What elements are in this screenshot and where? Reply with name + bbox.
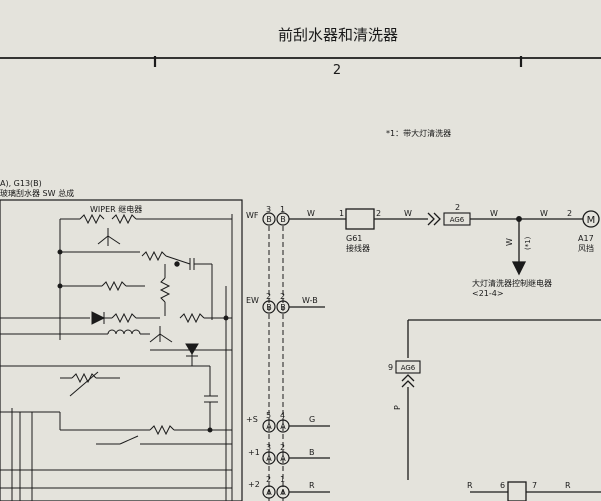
terminal-wf-pin-b: 1 [280, 205, 285, 214]
ag6-top-code: AG6 [450, 216, 465, 224]
terminal-plus-2-letter-a: A [266, 488, 272, 497]
terminal-wf-label: WF [246, 211, 259, 220]
terminal-plus-2-label: +2 [248, 480, 260, 489]
ag6-mid-code: AG6 [401, 364, 416, 372]
terminal-plus-s-pin-b: 4 [280, 411, 285, 420]
terminal-plus-2: +2 2 1 A A [248, 475, 290, 499]
headlamp-washer-note: *1：带大灯清洗器 [386, 128, 451, 138]
branch-wire [511, 219, 527, 276]
terminal-dashes [268, 226, 284, 501]
terminal-plus-1-letter-a: A [266, 454, 272, 463]
motor-ref: A17 [578, 234, 594, 243]
terminal-ew-letter-a: B [266, 303, 272, 312]
bottom-wire-left: R [467, 481, 473, 490]
ag6-mid-pin: 9 [388, 363, 393, 372]
ag6-top-pin: 2 [455, 203, 460, 212]
lower-wires [289, 425, 601, 501]
terminal-plus-1-letter-b: A [280, 454, 286, 463]
terminal-wf: WF 3 1 B B [246, 205, 290, 226]
branch-wire-note: (*1) [524, 236, 532, 250]
motor-symbol: M [587, 215, 596, 226]
wf-wire-color: W [307, 209, 315, 218]
terminal-ew-label: EW [246, 296, 259, 305]
g61-pin-left: 1 [339, 209, 344, 218]
motor-pin: 2 [567, 209, 572, 218]
terminal-plus-2-pin-a: 2 [266, 475, 271, 484]
terminal-plus-s-pin-a: 5 [266, 411, 271, 420]
ag6-mid [395, 319, 601, 480]
relay-label: WIPER 继电器 [90, 204, 142, 214]
switch-assembly-name: 玻璃刮水器 SW 总成 [0, 188, 74, 198]
terminal-wf-letter-b: B [280, 215, 286, 224]
terminal-ew-pin-b: 2 [280, 292, 285, 301]
top-wire [289, 208, 600, 230]
g61-name: 接线器 [346, 243, 370, 253]
relay-circuit [0, 213, 232, 501]
branch-wire-color: W [505, 238, 514, 246]
page-title: 前刮水器和清洗器 [278, 26, 398, 44]
g61-ref: G61 [346, 234, 362, 243]
bottom-pin-a: 6 [500, 481, 505, 490]
g61-pin-right: 2 [376, 209, 381, 218]
plus-s-wire-color: G [309, 415, 315, 424]
wire-to-motor: W [540, 209, 548, 218]
terminal-wf-pin-a: 3 [266, 205, 271, 214]
terminal-ew: EW 2 2 B B [246, 292, 290, 314]
headlamp-relay-ref: <21-4> [472, 289, 504, 298]
terminal-ew-letter-b: B [280, 303, 286, 312]
ag6-mid-wire: P [393, 405, 402, 410]
wire-after-ag6: W [490, 209, 498, 218]
terminal-plus-s-letter-b: A [280, 422, 286, 431]
bottom-pin-b: 7 [532, 481, 537, 490]
headlamp-relay-name: 大灯清洗器控制继电器 [472, 278, 552, 288]
ew-wire-color: W-B [302, 296, 318, 305]
terminal-ew-pin-a: 2 [266, 292, 271, 301]
switch-assembly-box [0, 199, 243, 501]
terminal-plus-s: +S 5 4 A A [246, 411, 290, 433]
terminal-plus-s-label: +S [246, 415, 258, 424]
terminal-plus-1-label: +1 [248, 448, 260, 457]
terminal-wf-letter-a: B [266, 215, 272, 224]
terminal-plus-2-pin-b: 1 [280, 475, 285, 484]
terminal-plus-1: +1 3 2 A A [248, 443, 290, 465]
terminal-plus-1-pin-a: 3 [266, 443, 271, 452]
g61-wire-out: W [404, 209, 412, 218]
section-number: 2 [333, 63, 341, 78]
plus-1-wire-color: B [309, 448, 315, 457]
switch-assembly-ref: A), G13(B) [0, 179, 42, 188]
terminal-plus-1-pin-b: 2 [280, 443, 285, 452]
terminal-plus-s-letter-a: A [266, 422, 272, 431]
bottom-wire-right: R [565, 481, 571, 490]
plus-2-wire-color: R [309, 481, 315, 490]
terminal-plus-2-letter-b: A [280, 488, 286, 497]
motor-name: 风挡 [578, 243, 594, 253]
